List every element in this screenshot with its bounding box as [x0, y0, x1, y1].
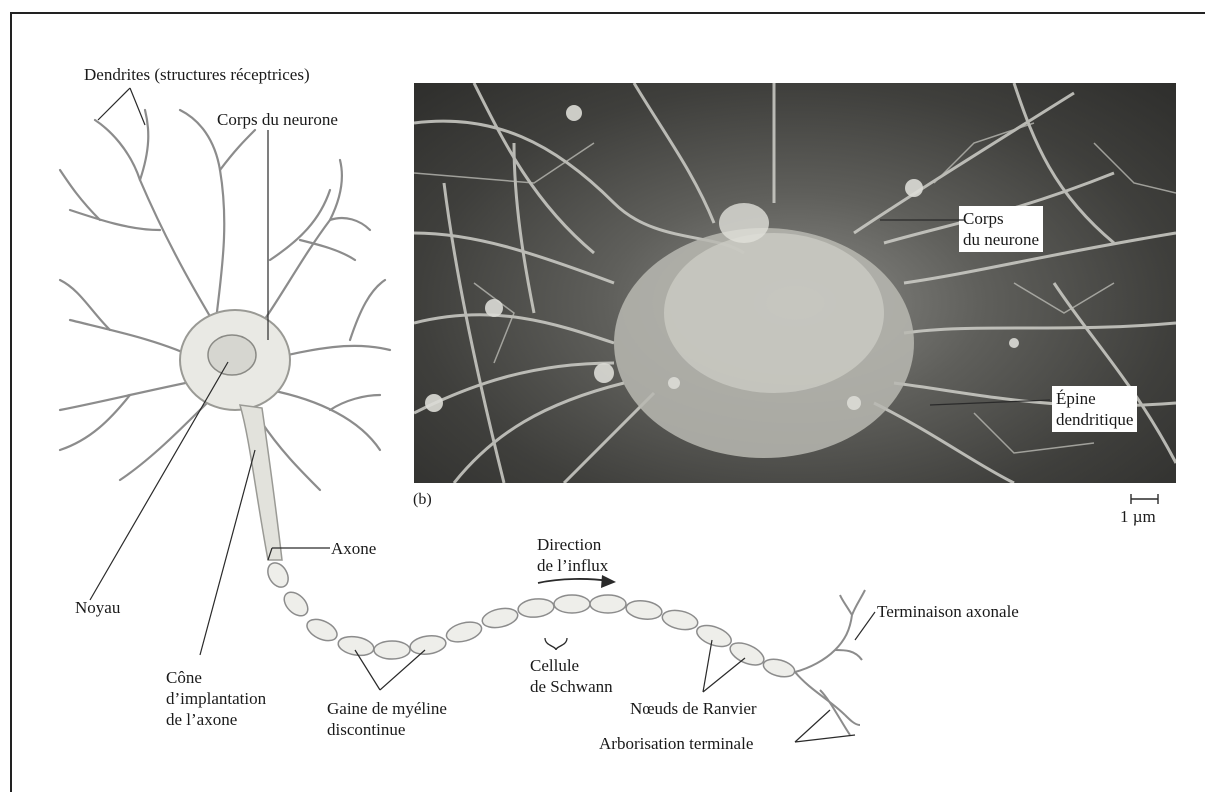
leader-lines [90, 88, 1050, 742]
neuron-nucleus [208, 335, 256, 375]
direction-arrow [538, 575, 616, 588]
label-cellule-schwann: Cellule de Schwann [530, 655, 613, 697]
schwann-brace [545, 638, 567, 650]
label-axone: Axone [331, 538, 376, 559]
label-terminaison-axonale: Terminaison axonale [877, 601, 1019, 622]
label-direction-influx: Direction de l’influx [537, 534, 608, 576]
label-noyau: Noyau [75, 597, 120, 618]
label-noeuds-ranvier: Nœuds de Ranvier [630, 698, 757, 719]
label-dendrites: Dendrites (structures réceptrices) [84, 64, 310, 85]
label-arborisation-terminale: Arborisation terminale [599, 733, 753, 754]
scale-bar-label: 1 µm [1120, 506, 1156, 527]
terminal-arborization [795, 590, 865, 735]
neuron-dendrites [60, 110, 390, 490]
label-cone-implantation: Cône d’implantation de l’axone [166, 667, 266, 730]
label-gaine-myeline: Gaine de myéline discontinue [327, 698, 447, 740]
label-corps-du-neurone: Corps du neurone [217, 109, 338, 130]
